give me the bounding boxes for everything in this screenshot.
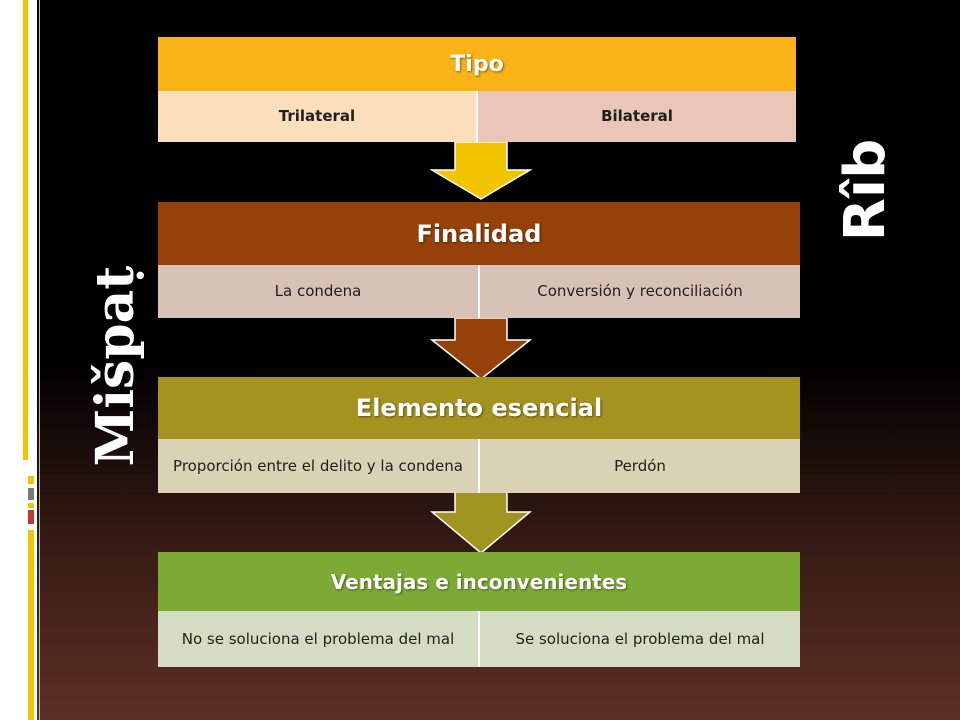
accent-block-yellow (28, 476, 34, 484)
cell-la-condena: La condena (158, 265, 478, 318)
cell-perdon: Perdón (478, 439, 800, 493)
level-tipo: Tipo Trilateral Bilateral (158, 37, 796, 142)
level-header: Ventajas e inconvenientes (158, 552, 800, 611)
arrow-down-3 (430, 492, 532, 554)
accent-block-yellow-2 (28, 503, 34, 508)
cell-no-se-soluciona: No se soluciona el problema del mal (158, 611, 478, 667)
cell-se-soluciona: Se soluciona el problema del mal (478, 611, 800, 667)
arrow-down-2 (430, 318, 532, 380)
accent-block-gray (28, 488, 34, 500)
cell-trilateral: Trilateral (158, 91, 476, 142)
cell-conversion-reconciliacion: Conversión y reconciliación (478, 265, 800, 318)
cell-proporcion: Proporción entre el delito y la condena (158, 439, 478, 493)
level-finalidad: Finalidad La condena Conversión y reconc… (158, 202, 800, 318)
side-title-mishpat: Mišpaṭ (85, 265, 146, 467)
level-header: Elemento esencial (158, 377, 800, 439)
accent-block-red (28, 510, 34, 524)
arrow-down-1 (430, 142, 532, 200)
level-header: Tipo (158, 37, 796, 91)
level-header: Finalidad (158, 202, 800, 265)
level-elemento-esencial: Elemento esencial Proporción entre el de… (158, 377, 800, 493)
accent-bar-yellow (23, 0, 28, 460)
accent-bar-yellow-lower (28, 530, 34, 720)
level-ventajas-inconvenientes: Ventajas e inconvenientes No se solucion… (158, 552, 800, 667)
margin-line (39, 0, 40, 720)
cell-bilateral: Bilateral (476, 91, 796, 142)
side-title-rib: Rîb (833, 138, 898, 242)
